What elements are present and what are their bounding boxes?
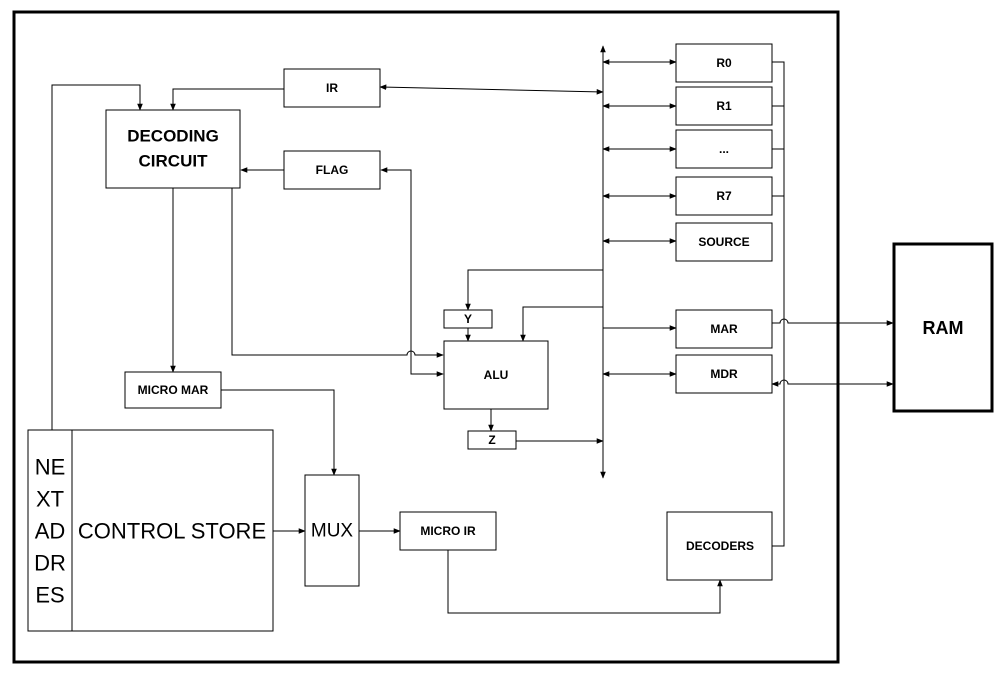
micro-ir-label: MICRO IR: [420, 524, 476, 538]
ir-label: IR: [326, 81, 338, 95]
decoders-block: DECODERS: [666, 511, 773, 581]
decoder-to-alu: [231, 188, 444, 358]
next-address-line-5: ES: [35, 583, 64, 608]
control-store-label: CONTROL STORE: [78, 519, 266, 544]
micro-mar-to-mux: [221, 389, 337, 476]
mdr-register: MDR: [675, 354, 773, 394]
next-address-to-decoder: [51, 84, 143, 430]
register-r0: R0: [675, 43, 773, 83]
micro-ir-register: MICRO IR: [399, 511, 497, 551]
flag-register: FLAG: [283, 150, 381, 190]
ir-to-decoder: [170, 88, 284, 111]
ir-bus-link: [379, 84, 604, 95]
y-label: Y: [464, 312, 472, 326]
mdr-label: MDR: [710, 367, 738, 381]
mar-register: MAR: [675, 309, 773, 349]
decoding-circuit: DECODING CIRCUIT: [105, 109, 241, 189]
control-store: CONTROL STORE: [71, 429, 274, 632]
ellipsis-label: ...: [719, 142, 729, 156]
alu-block: ALU: [443, 340, 549, 410]
r0-label: R0: [716, 56, 732, 70]
ram-block: RAM: [892, 242, 994, 413]
decoder-control-line: [772, 61, 785, 547]
mar-label: MAR: [710, 322, 738, 336]
next-address-line-1: NE: [35, 455, 66, 480]
decoding-circuit-label-2: CIRCUIT: [139, 152, 209, 171]
mar-to-ram: [772, 318, 894, 326]
decoding-circuit-label-1: DECODING: [127, 127, 219, 146]
micro-mar-register: MICRO MAR: [124, 371, 222, 409]
register-r1: R1: [675, 86, 773, 126]
mux-block: MUX: [304, 474, 360, 587]
z-register: Z: [467, 430, 517, 450]
micro-mar-label: MICRO MAR: [138, 383, 209, 397]
register-ellipsis: ...: [675, 129, 773, 169]
next-address-line-4: DR: [34, 551, 66, 576]
ram-label: RAM: [923, 318, 964, 338]
mux-label: MUX: [311, 521, 354, 542]
next-address-field: NE XT AD DR ES: [27, 429, 73, 632]
next-address-line-3: AD: [35, 519, 66, 544]
register-r7: R7: [675, 176, 773, 216]
source-register: SOURCE: [675, 222, 773, 262]
mdr-ram-link: [771, 379, 894, 387]
r7-label: R7: [716, 189, 732, 203]
micro-ir-to-decoders: [447, 550, 723, 614]
decoders-label: DECODERS: [686, 539, 754, 553]
ir-register: IR: [283, 68, 381, 108]
alu-flag-link: [380, 167, 444, 377]
bus-to-y: [465, 269, 603, 311]
cpu-boundary: [12, 10, 840, 664]
bus-to-alu: [520, 306, 603, 342]
alu-label: ALU: [484, 368, 509, 382]
z-label: Z: [488, 433, 495, 447]
y-register: Y: [443, 309, 493, 329]
next-address-line-2: XT: [36, 487, 64, 512]
flag-label: FLAG: [316, 163, 349, 177]
source-label: SOURCE: [698, 235, 749, 249]
r1-label: R1: [716, 99, 732, 113]
